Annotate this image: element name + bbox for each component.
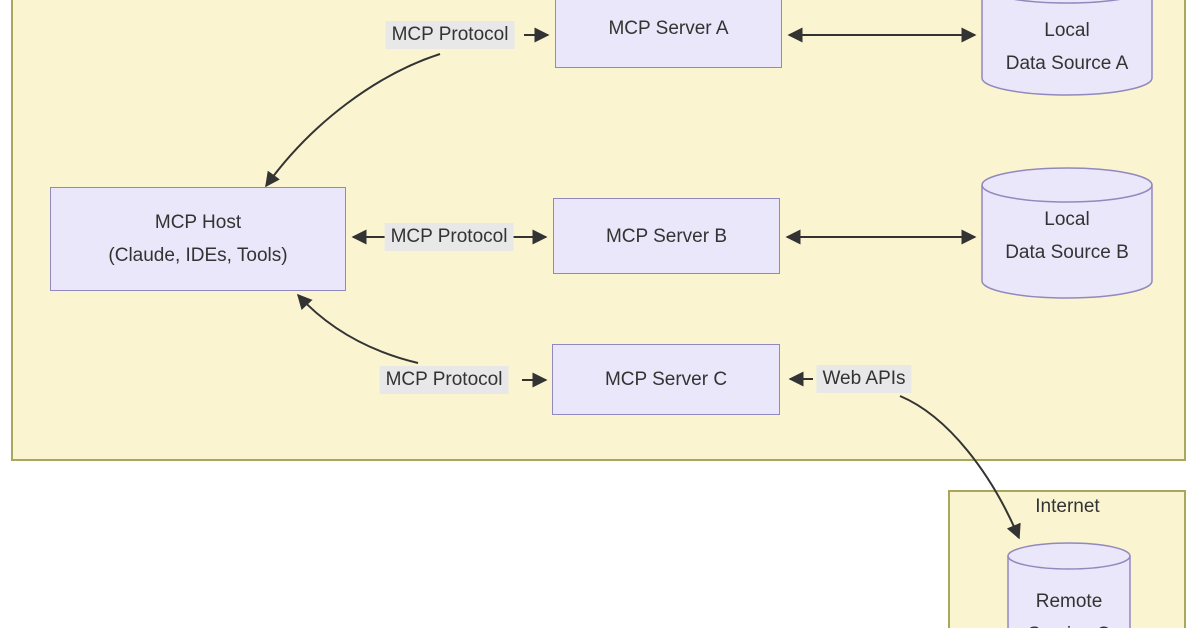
internet-cluster-label: Internet (1035, 496, 1100, 517)
cylinder-remote-service-c (1007, 542, 1131, 628)
edge-label-mcp-protocol-b: MCP Protocol (384, 223, 514, 251)
mcp-host-line1: MCP Host (154, 212, 242, 233)
mcp-server-b-label: MCP Server B (605, 225, 728, 247)
mcp-host-line2: (Claude, IDEs, Tools) (108, 245, 288, 266)
node-mcp-server-b: MCP Server B (553, 198, 780, 274)
edge-host-serverC-curve (296, 293, 419, 364)
edge-host-serverA-curve (265, 53, 441, 188)
cylinder-data-source-b (981, 167, 1153, 299)
mcp-server-a-label: MCP Server A (608, 17, 729, 39)
node-mcp-server-c: MCP Server C (552, 344, 780, 415)
edge-webapis-remote-curve (899, 395, 1021, 540)
edge-label-web-apis: Web APIs (816, 365, 912, 393)
cylinder-data-source-a (981, 0, 1153, 96)
node-mcp-host: MCP Host (Claude, IDEs, Tools) (50, 187, 346, 291)
mcp-server-c-label: MCP Server C (604, 369, 728, 390)
edge-label-mcp-protocol-c: MCP Protocol (379, 366, 509, 394)
edge-label-mcp-protocol-a: MCP Protocol (385, 21, 515, 49)
node-mcp-server-a: MCP Server A (555, 0, 782, 68)
